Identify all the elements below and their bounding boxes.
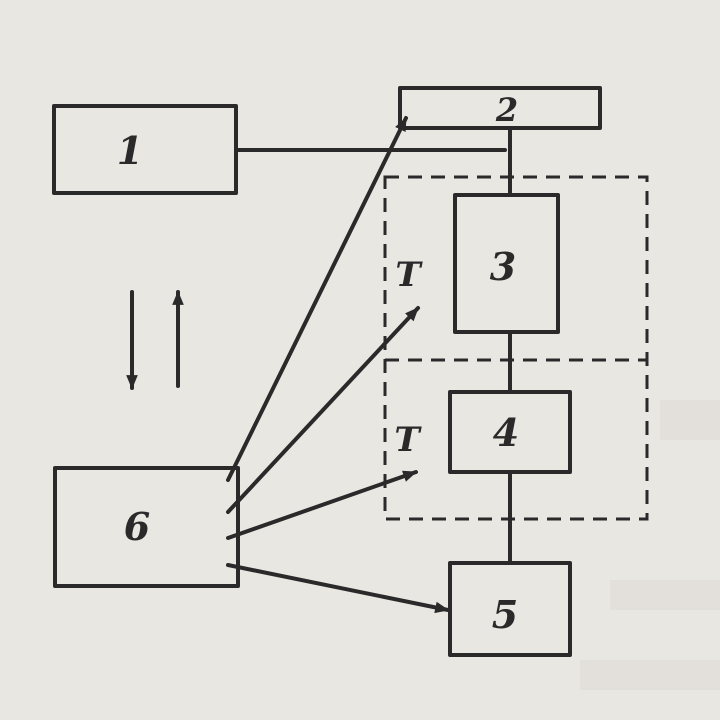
- block-2-frame: [398, 86, 602, 130]
- block-5-label: 5: [492, 592, 518, 637]
- block-3-label: 3: [490, 244, 516, 289]
- zone-lower-label: T: [394, 420, 422, 460]
- arrow-6-to-5: [226, 563, 450, 614]
- bleed-through-texture: [580, 400, 720, 690]
- block-6-frame: [53, 466, 240, 588]
- block-2-label: 2: [495, 91, 518, 129]
- block-6-label: 6: [124, 504, 150, 549]
- arrow-6-to-2: [226, 116, 408, 482]
- zone-upper-label: T: [395, 255, 423, 295]
- block-1-label: 1: [117, 128, 143, 173]
- block-3-frame: [453, 193, 560, 334]
- arrow-6-to-zone-lower: [226, 470, 418, 540]
- block-1-frame: [52, 104, 238, 195]
- block-4-label: 4: [493, 410, 519, 455]
- arrow-6-to-zone-upper: [226, 306, 420, 514]
- thermal-zone-outer: [383, 175, 649, 521]
